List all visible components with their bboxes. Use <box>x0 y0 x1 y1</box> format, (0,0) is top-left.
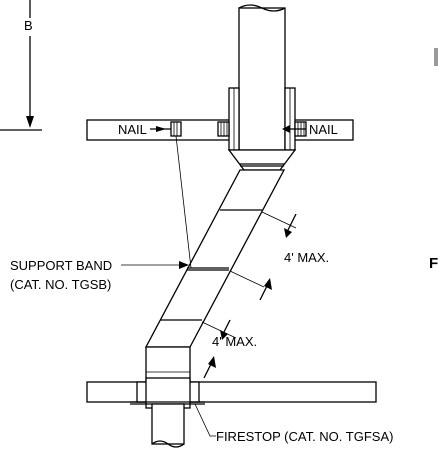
firestop-label: FIRESTOP (CAT. NO. TGFSA) <box>216 429 393 444</box>
offset-pipe <box>144 169 286 348</box>
nail-left-label: NAIL <box>118 122 147 137</box>
partial-letter: F <box>429 255 438 272</box>
dimension-b-label: B <box>24 18 33 33</box>
pipe-below-floor <box>151 403 185 448</box>
right-edge-fragment: F <box>429 48 438 272</box>
dimension-b-marker: B <box>0 0 42 131</box>
upper-vertical-pipe <box>238 4 286 151</box>
firestop-callout: FIRESTOP (CAT. NO. TGFSA) <box>194 403 393 444</box>
lower-max-dimension: 4' MAX. <box>201 319 257 379</box>
upper-max-label: 4' MAX. <box>284 250 329 265</box>
upper-max-dimension: 4' MAX. <box>229 211 329 301</box>
right-nail-arrow <box>282 125 306 133</box>
nail-right-label: NAIL <box>309 122 338 137</box>
left-nail-tab <box>217 121 230 137</box>
lower-floor <box>86 377 377 409</box>
support-band-label-line2: (CAT. NO. TGSB) <box>10 277 111 292</box>
support-band-label-line1: SUPPORT BAND <box>10 258 112 273</box>
lower-max-label: 4' MAX. <box>212 334 257 349</box>
support-band-callout: SUPPORT BAND (CAT. NO. TGSB) <box>10 135 192 292</box>
